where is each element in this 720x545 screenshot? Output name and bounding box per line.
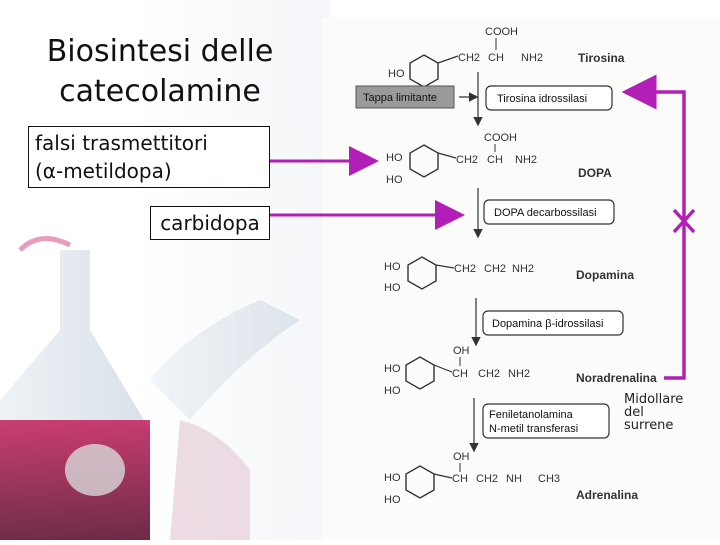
enzyme-label-3: Dopamina β-idrossilasi	[492, 318, 603, 330]
side-chain-1: CH2	[454, 263, 476, 275]
side-chain-3: NH2	[508, 368, 530, 380]
ring-substituent: HO	[388, 68, 405, 80]
side-chain-3: NH	[506, 473, 522, 485]
ring-substituent: HO	[386, 152, 403, 164]
top-group: COOH	[484, 132, 517, 144]
ring-substituent: HO	[384, 385, 401, 397]
side-chain-3: NH2	[521, 52, 543, 64]
pathway-panel: HO CH2 CH NH2 COOH Tirosina Tappa limita…	[322, 18, 720, 540]
side-chain-3: NH2	[515, 154, 537, 166]
compound-adrenalina: HO HO CH CH2 NH CH3 OH Adrenalina	[384, 451, 638, 506]
false-transmitters-line-2: (α-metildopa)	[35, 159, 172, 183]
compound-name: Noradrenalina	[576, 371, 657, 385]
benzene-ring-icon	[409, 54, 439, 88]
rate-limiting-box	[355, 85, 455, 109]
benzene-ring-icon	[409, 144, 439, 178]
adrenal-label-line-1: Midollare	[624, 392, 684, 407]
benzene-ring-icon	[405, 465, 435, 499]
adrenal-label-line-2: del	[624, 405, 644, 420]
ring-substituent: HO	[384, 363, 401, 375]
compound-name: Dopamina	[576, 268, 634, 282]
false-transmitters-box: falsi trasmettitori (α-metildopa)	[28, 126, 270, 188]
compound-name: DOPA	[578, 166, 612, 180]
benzene-ring-icon	[405, 356, 435, 390]
pathway-diagram: HO CH2 CH NH2 COOH Tirosina Tappa limita…	[355, 26, 696, 506]
feedback-arrow	[621, 74, 686, 380]
compound-name: Tirosina	[578, 51, 625, 65]
adrenal-label-line-3: surrene	[624, 418, 674, 433]
compound-name: Adrenalina	[576, 488, 638, 502]
flask-background	[0, 0, 330, 540]
feedback-loop	[621, 74, 696, 380]
x-mark-icon	[672, 208, 696, 234]
ring-substituent: HO	[386, 174, 403, 186]
benzene-ring-icon	[407, 256, 437, 290]
carbidopa-box: carbidopa	[150, 206, 270, 240]
side-chain-1: CH	[452, 473, 468, 485]
compound-dopa: HO HO CH2 CH NH2 COOH DOPA	[386, 132, 612, 186]
false-transmitters-line-1: falsi trasmettitori	[35, 131, 208, 155]
top-group: OH	[453, 451, 470, 463]
enzyme-box-1	[485, 85, 613, 111]
enzyme-box-4	[482, 403, 610, 439]
side-chain-1: CH	[452, 368, 468, 380]
compound-tirosina: HO CH2 CH NH2 COOH Tirosina	[388, 26, 625, 88]
enzyme-box-2	[483, 199, 615, 225]
enzyme-box-3	[482, 310, 624, 336]
ring-substituent: HO	[384, 261, 401, 273]
side-chain-2: CH2	[484, 263, 506, 275]
top-group: COOH	[485, 26, 518, 38]
ring-substituent: HO	[384, 282, 401, 294]
side-chain-3: NH2	[512, 263, 534, 275]
side-chain-1: CH2	[458, 52, 480, 64]
enzyme-label-4-line-2: N-metil transferasi	[489, 423, 578, 435]
top-group: OH	[453, 345, 470, 357]
enzyme-label-1: Tirosina idrossilasi	[497, 93, 587, 105]
side-chain-1: CH2	[456, 154, 478, 166]
ring-substituent: HO	[384, 494, 401, 506]
slide-title: Biosintesi delle catecolamine	[10, 32, 310, 112]
side-chain-2: CH	[487, 154, 503, 166]
adrenal-medulla-label: Midollare del surrene	[624, 393, 714, 432]
title-line-2: catecolamine	[59, 74, 261, 109]
side-chain-4: CH3	[538, 473, 560, 485]
side-chain-2: CH	[488, 52, 504, 64]
side-chain-2: CH2	[476, 473, 498, 485]
title-line-1: Biosintesi delle	[46, 34, 274, 69]
compound-noradrenalina: HO HO CH CH2 NH2 OH Noradrenalina	[384, 345, 657, 397]
rate-limiting-label: Tappa limitante	[363, 92, 437, 104]
ring-substituent: HO	[384, 472, 401, 484]
compound-dopamina: HO HO CH2 CH2 NH2 Dopamina	[384, 256, 634, 294]
enzyme-label-2: DOPA decarbossilasi	[494, 207, 597, 219]
enzyme-label-4-line-1: Feniletanolamina	[489, 409, 574, 421]
flask-illustration	[0, 236, 300, 540]
side-chain-2: CH2	[478, 368, 500, 380]
